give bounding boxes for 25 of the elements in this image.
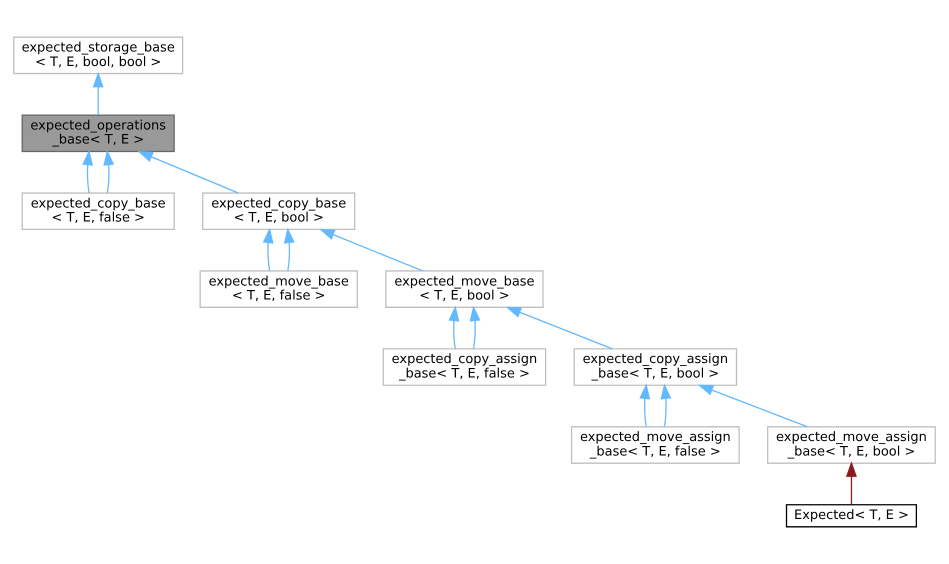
arrow <box>639 383 650 427</box>
arrow <box>506 306 613 350</box>
arrow <box>92 72 104 115</box>
node-box: expected_copy_base < T, E, bool > <box>202 192 356 230</box>
node-box: expected_copy_base < T, E, false > <box>22 192 175 230</box>
node-box: expected_move_assign _base< T, E, bool > <box>767 426 936 464</box>
arrow <box>319 228 423 272</box>
node-box: Expected< T, E > <box>786 504 918 528</box>
arrow <box>846 461 857 504</box>
node-box: expected_move_base < T, E, false > <box>200 270 358 308</box>
node-box: expected_operations _base< T, E > <box>22 114 175 152</box>
arrow <box>262 228 274 271</box>
node-box: expected_storage_base < T, E, bool, bool > <box>13 36 184 74</box>
arrow <box>103 150 114 193</box>
node-box: expected_move_base < T, E, bool > <box>385 270 544 308</box>
arrow <box>448 306 460 349</box>
arrow <box>698 384 808 428</box>
node-box: expected_copy_assign _base< T, E, false > <box>382 348 546 386</box>
arrow <box>82 150 94 193</box>
node-box: expected_copy_assign _base< T, E, bool > <box>574 348 738 386</box>
arrow <box>137 150 238 194</box>
arrow <box>660 383 672 427</box>
arrow <box>284 228 295 271</box>
arrow <box>470 306 480 349</box>
node-box: expected_move_assign _base< T, E, false > <box>570 426 740 464</box>
